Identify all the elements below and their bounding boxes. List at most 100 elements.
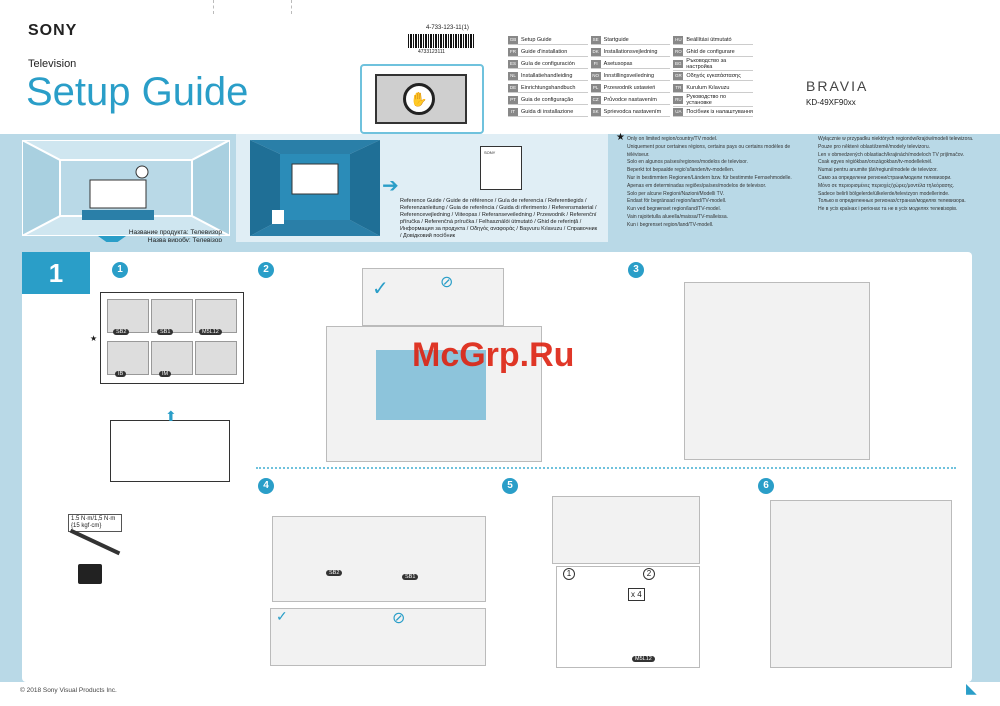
language-code: RO (673, 47, 684, 56)
wall-tv-illustration (250, 140, 380, 236)
disclaimer-line: Apenas em determinadas regiões/países/mo… (627, 182, 767, 189)
language-label: Посібник із налаштування (686, 108, 753, 115)
disclaimer-line: Numai pentru anumite țări/regiuni/modele… (818, 167, 938, 174)
product-type: Television (28, 58, 77, 70)
no-touch-icon: ✋ (403, 83, 435, 115)
language-label: Ръководство за настройка (686, 57, 727, 70)
disclaimer-line: Kun ved begrænset region/land/TV-model. (627, 206, 721, 213)
language-code: IT (508, 107, 518, 116)
attach-stands-illustration (272, 516, 486, 602)
language-label: Installationsvejledning (603, 48, 658, 55)
disclaimer-line: Only on limited region/country/TV model. (627, 136, 718, 142)
screw-count: x 4 (628, 588, 645, 601)
correct-check-icon: ✓ (372, 278, 389, 300)
watermark: McGrp.Ru (412, 336, 575, 374)
prohibited-icon-2: ⊘ (392, 610, 406, 627)
stand-sb1-illustration (151, 299, 193, 333)
disclaimer-line: Len v obmedzených oblastiach/krajinách/m… (818, 151, 965, 158)
language-code: HU (673, 35, 684, 44)
language-label: Beállítási útmutató (686, 36, 732, 43)
part-label-sb2: SB2 (113, 329, 130, 335)
language-label: Innstillingsveiledning (603, 72, 655, 79)
disclaimer-line: Kun i begrenset region/land/TV-modell. (627, 221, 714, 228)
step-1-badge: 1 (22, 252, 90, 294)
detail-2-badge: 2 (643, 568, 655, 580)
disclaimer-line: Μόνο σε περιορισμένες περιοχές/χώρες/μον… (818, 182, 955, 189)
supplied-parts-box: SB2 SB1 M5L12 IB IM (100, 292, 244, 384)
disclaimer-line: Nur in bestimmten Regionen/Ländern bzw. … (627, 174, 792, 181)
cable-illustration (107, 341, 149, 375)
detail-1-badge: 1 (563, 568, 575, 580)
language-label: Guida di installazione (521, 108, 574, 115)
disclaimer-left: Only on limited region/country/TV model.… (627, 136, 807, 230)
right-arrow-icon: ➔ (382, 175, 399, 197)
disclaimer-line: Само за определени региони/страни/модели… (818, 174, 952, 181)
language-code: SK (590, 107, 601, 116)
page-title: Setup Guide (26, 70, 249, 114)
product-name-ua: Назва виробу: Телевізор (147, 237, 222, 244)
remote-illustration (195, 341, 237, 375)
disclaimer-line: Solo per alcune Regioni/Nazioni/Modelli … (627, 190, 725, 197)
substep-5-badge: 5 (502, 478, 518, 494)
language-code: SE (590, 35, 601, 44)
language-code: NO (590, 71, 601, 80)
barcode-number: 4733123111 (418, 49, 446, 55)
disclaimer-line: Sadece belirli bölgelerde/ülkelerde/tele… (818, 190, 950, 197)
manual-illustration (151, 341, 193, 375)
disclaimer-right: Wyłącznie w przypadku niektórych regionó… (818, 136, 998, 214)
correct-check-icon-2: ✓ (276, 608, 288, 624)
section-divider (256, 467, 956, 469)
language-label: Guia de configuração (521, 96, 574, 103)
language-code: DK (590, 47, 601, 56)
disclaimer-line: Beperkt tot bepaalde regio's/landen/tv-m… (627, 167, 735, 174)
document-number: 4-733-123-11(1) (426, 25, 469, 31)
room-illustration (22, 140, 230, 236)
screw-detail-box (556, 566, 700, 668)
shipping-box-illustration (110, 420, 230, 482)
lay-tv-face-down-illustration (684, 282, 870, 460)
language-code: BG (673, 59, 684, 68)
language-label: Installatiehandleiding (521, 72, 573, 79)
disclaimer-line: Csak egyes régiókban/országokban/tv-mode… (818, 159, 933, 166)
grip-comparison-illustration (362, 268, 504, 326)
disclaimer-line: Pouze pro některé oblasti/země/modely te… (818, 143, 931, 150)
language-code: RU (673, 95, 684, 104)
language-code: CZ (590, 95, 601, 104)
reference-guide-thumbnail: SONY (480, 146, 522, 190)
model-number: KD-49XF90xx (806, 98, 856, 107)
language-code: NL (508, 71, 518, 80)
language-code: DE (508, 83, 518, 92)
language-label: Sprievodca nastavením (603, 108, 662, 115)
disclaimer-line: Не в усіх країнах і регіонах та не в усі… (818, 206, 958, 213)
language-code: PT (508, 95, 518, 104)
stand-tv-upright-illustration (770, 500, 952, 668)
disclaimer-line: Endast för begränsad region/land/TV-mode… (627, 198, 727, 205)
part-label-ib: IB (115, 371, 127, 377)
up-arrow-icon: ⬆ (165, 408, 177, 424)
substep-4-badge: 4 (258, 478, 274, 494)
language-label: Setup Guide (521, 36, 552, 43)
substep-3-badge: 3 (628, 262, 644, 278)
language-label: Asetusopas (603, 60, 633, 67)
language-label: Przewodnik ustawień (603, 84, 656, 91)
language-label: Startguide (603, 36, 629, 43)
